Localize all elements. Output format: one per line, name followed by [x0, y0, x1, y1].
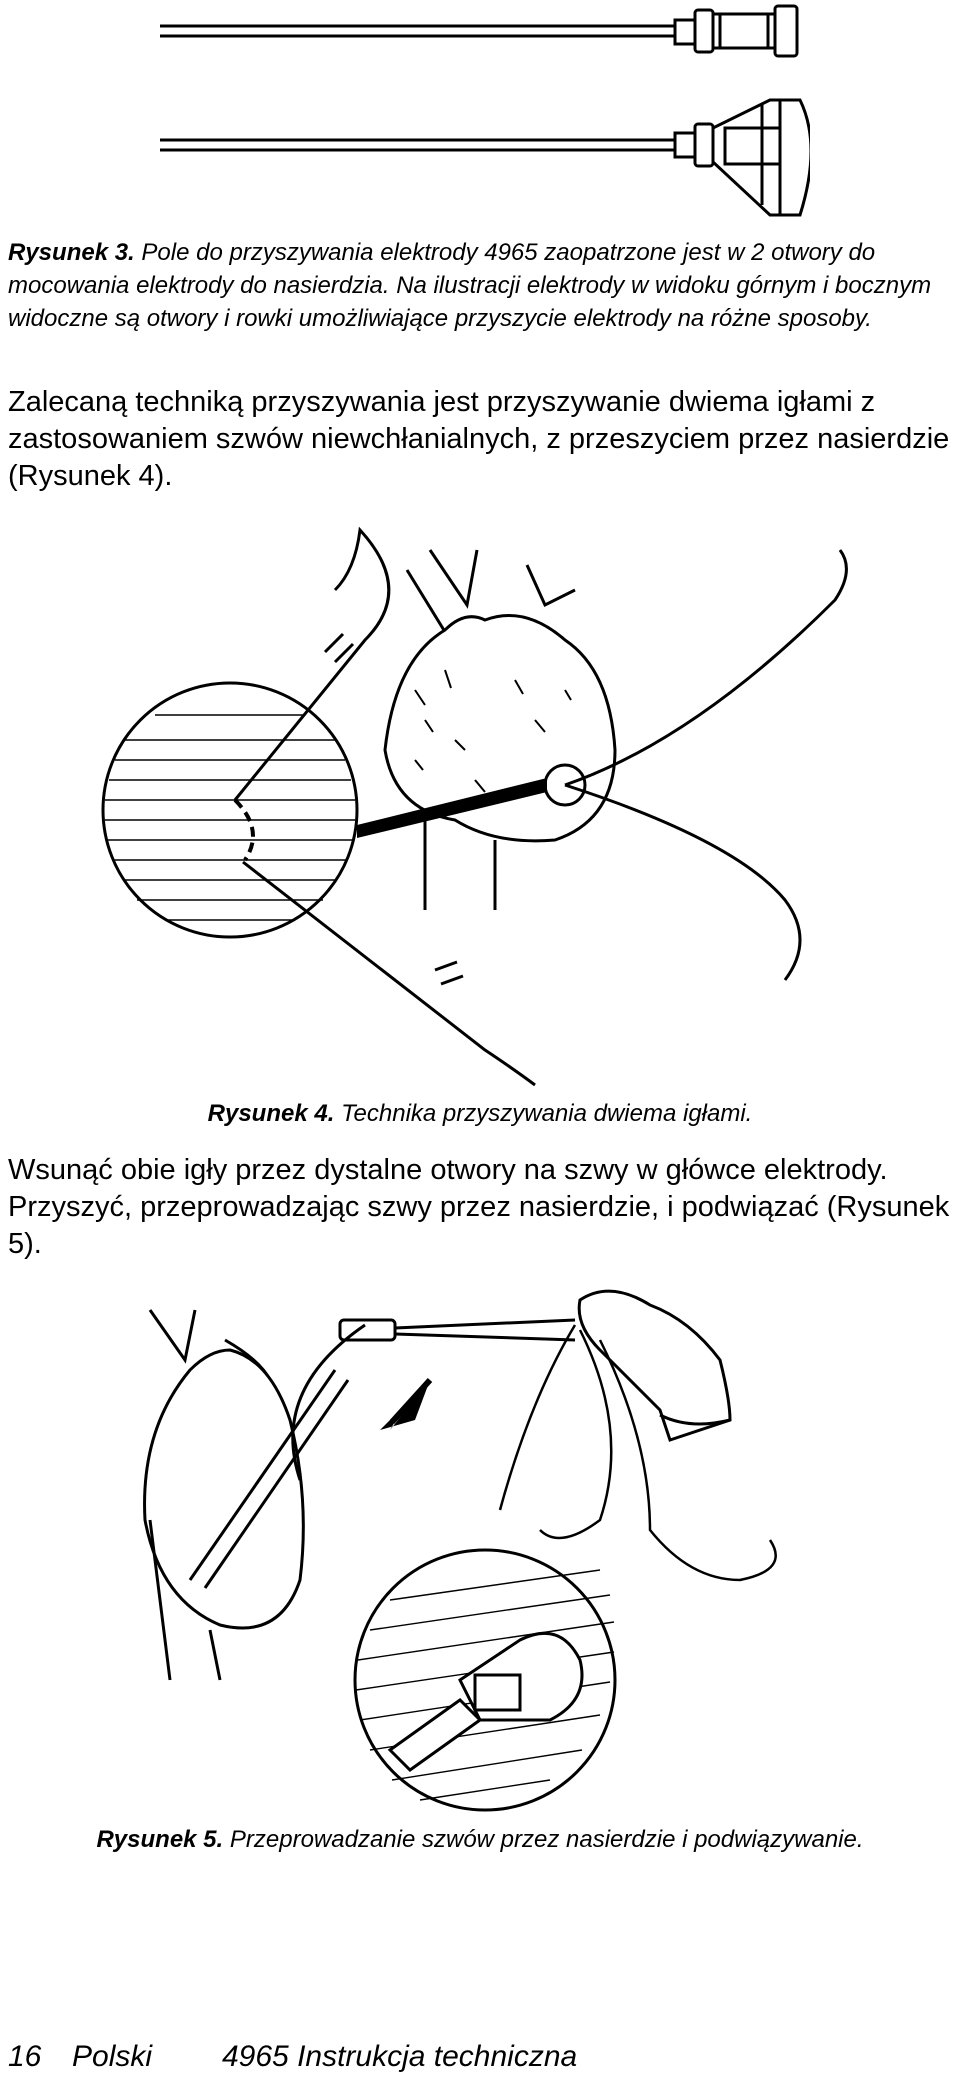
magnified-lead-view [353, 1548, 617, 1812]
suture-threads [498, 1324, 777, 1582]
zoom-cone [357, 778, 547, 838]
paragraph-needle-insertion: Wsunąć obie igły przez dystalne otwory n… [8, 1154, 950, 1260]
suture-tying-drawing [143, 1289, 777, 1812]
heart-outline [143, 1309, 305, 1681]
lead-top-view [160, 4, 799, 58]
figure-3-illustration [150, 0, 810, 230]
sutures [233, 526, 848, 1087]
figure-5-caption: Rysunek 5. Przeprowadzanie szwów przez n… [0, 1823, 960, 1856]
footer-document-title: 4965 Instrukcja techniczna [222, 2040, 578, 2073]
lead-views-drawing [160, 4, 810, 217]
lead-side-view [160, 98, 810, 217]
gloved-hand [577, 1289, 732, 1442]
page-number: 16 [8, 2040, 42, 2073]
lead-drawing [188, 1318, 576, 1589]
figure-4-illustration [95, 510, 875, 1090]
figure-4-caption: Rysunek 4. Technika przyszywania dwiema … [0, 1097, 960, 1130]
paragraph-suturing-technique: Zalecaną techniką przyszywania jest przy… [8, 386, 950, 492]
figure-5-caption-text: Przeprowadzanie szwów przez nasierdzie i… [229, 1826, 864, 1853]
figure-5-caption-label: Rysunek 5. [96, 1826, 224, 1853]
figure-5-illustration [130, 1280, 830, 1825]
figure-3-caption: Rysunek 3. Pole do przyszywania elektrod… [8, 236, 952, 335]
heart-drawing [383, 549, 617, 910]
two-needle-technique-drawing [101, 526, 848, 1087]
figure-3-caption-text: Pole do przyszywania elektrody 4965 zaop… [8, 239, 932, 332]
footer-language: Polski [72, 2040, 153, 2073]
figure-3-caption-label: Rysunek 3. [8, 239, 135, 266]
magnified-view [101, 681, 359, 939]
figure-4-caption-label: Rysunek 4. [207, 1100, 335, 1127]
figure-4-caption-text: Technika przyszywania dwiema igłami. [341, 1100, 753, 1127]
